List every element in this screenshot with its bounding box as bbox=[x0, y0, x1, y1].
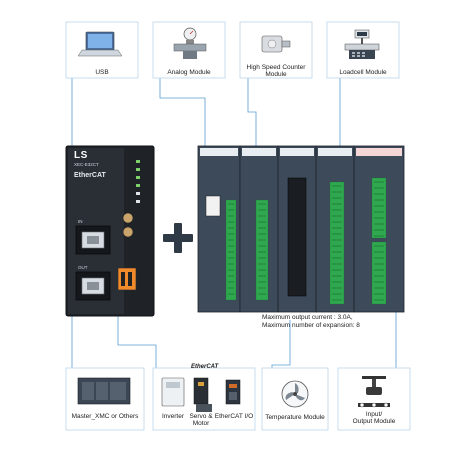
dip-switch-icon bbox=[205, 195, 221, 217]
inverter-label: Inverter bbox=[161, 413, 185, 420]
plc-ethercat-label: EtherCAT bbox=[74, 172, 106, 179]
ethercat-logo: EtherCAT bbox=[191, 364, 219, 370]
ethernet-out-port-icon bbox=[75, 271, 111, 301]
port-out-label: OUT bbox=[78, 265, 88, 270]
io-module-label: Input/ Output Module bbox=[352, 411, 396, 426]
controller-rack-icon bbox=[77, 377, 131, 405]
ethercat-io-icon bbox=[225, 379, 241, 405]
rotary-switch-icon bbox=[122, 226, 134, 238]
high-speed-counter-label: High Speed Counter Module bbox=[246, 64, 306, 79]
laptop-icon bbox=[77, 31, 123, 57]
terminal-block-icon bbox=[329, 181, 345, 305]
terminal-block-icon bbox=[255, 199, 269, 301]
port-in-label: IN bbox=[78, 219, 83, 224]
plc-model-label: XEC-E32CT bbox=[74, 162, 99, 167]
plc-brand-logo: LS bbox=[74, 150, 88, 161]
temperature-module-label: Temperature Module bbox=[265, 414, 325, 421]
scale-icon bbox=[344, 29, 380, 59]
top-device-frames bbox=[65, 21, 400, 79]
valve-gauge-icon bbox=[173, 27, 207, 59]
analog-module-label: Analog Module bbox=[167, 69, 211, 76]
terminal-block-icon bbox=[371, 177, 387, 305]
encoder-icon bbox=[261, 35, 291, 53]
rotary-switch-icon bbox=[122, 212, 134, 224]
fan-icon bbox=[281, 380, 309, 408]
connector-icon bbox=[287, 177, 307, 297]
loadcell-module-label: Loadcell Module bbox=[339, 69, 387, 76]
servo-motor-icon bbox=[193, 377, 212, 412]
terminal-block-icon bbox=[225, 199, 237, 301]
usb-label: USB bbox=[95, 69, 109, 76]
servo-motor-label: Servo & Motor bbox=[189, 413, 213, 428]
ethercat-io-label: EtherCAT I/O bbox=[214, 413, 254, 420]
ethernet-in-port-icon bbox=[75, 225, 111, 255]
master-xmc-label: Master_XMC or Others bbox=[71, 413, 139, 420]
inverter-icon bbox=[161, 377, 185, 407]
expansion-count-note: Maximum number of expansion: 8 bbox=[262, 322, 360, 329]
robot-arm-icon bbox=[358, 376, 390, 408]
expansion-current-note: Maximum output current : 3.0A, bbox=[262, 314, 353, 321]
power-terminal-icon bbox=[117, 267, 137, 291]
